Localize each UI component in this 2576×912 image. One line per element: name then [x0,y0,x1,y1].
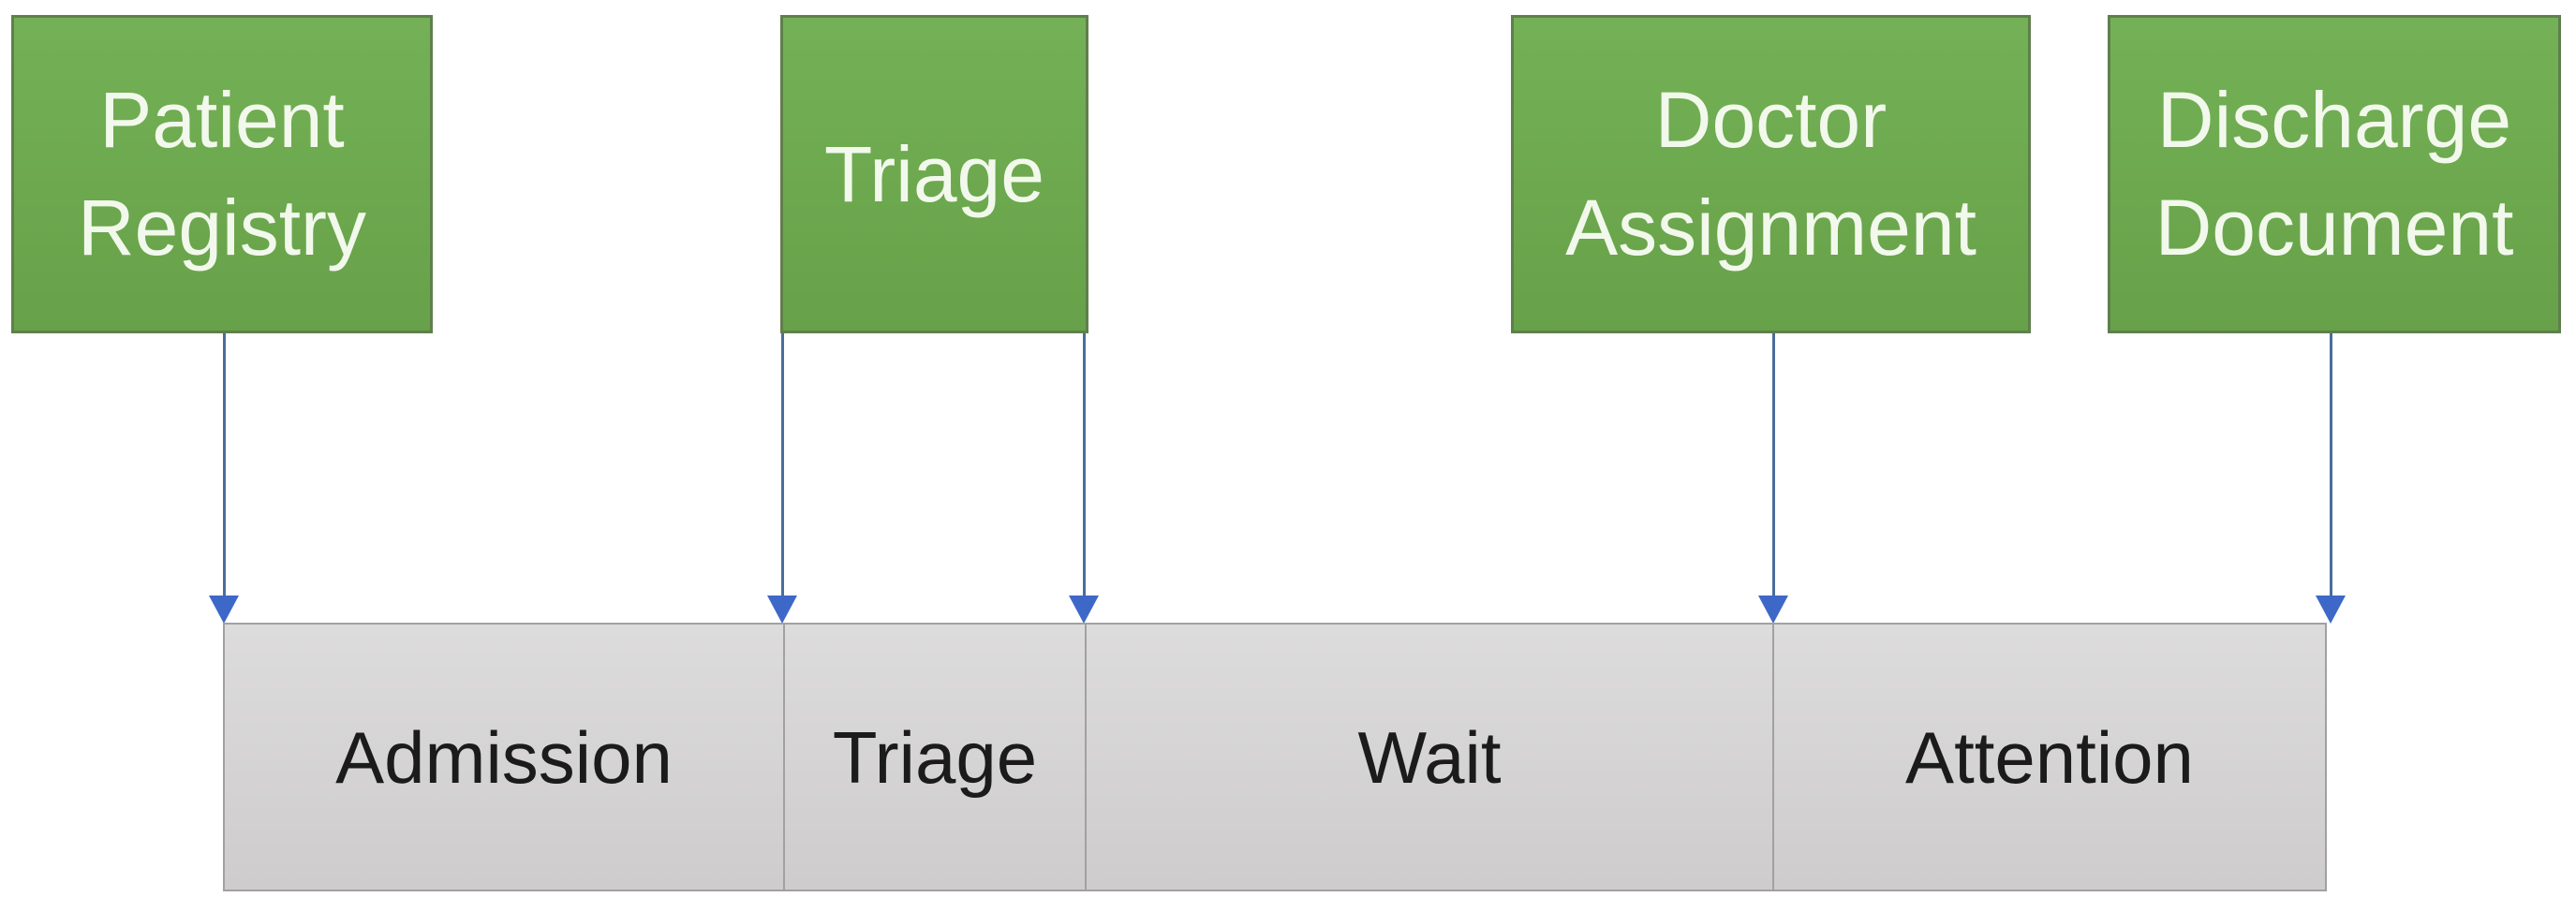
source-box-patient-registry: Patient Registry [11,15,433,333]
arrow-down-icon [1069,596,1099,624]
wait-segment-label: Wait [1357,715,1502,799]
arrow-patient-registry-to-admission [209,333,239,624]
source-box-triage: Triage [780,15,1088,333]
triage-segment-label: Triage [832,715,1038,799]
arrow-stem [2329,333,2332,597]
timeline-segment-admission: Admission [225,625,783,890]
arrow-discharge-document-to-end [2316,333,2346,624]
arrow-stem [222,333,226,597]
arrow-down-icon [209,596,239,624]
arrow-triage-left-boundary [767,333,797,624]
patient-registry-label: Patient Registry [77,76,367,272]
timeline-segment-triage: Triage [783,625,1085,890]
discharge-document-label: Discharge Document [2154,76,2514,272]
arrow-stem [1771,333,1775,597]
timeline-bar: Admission Triage Wait Attention [223,623,2327,891]
attention-segment-label: Attention [1905,715,2194,799]
arrow-down-icon [2316,596,2346,624]
arrow-stem [780,333,784,597]
source-box-discharge-document: Discharge Document [2108,15,2561,333]
arrow-down-icon [1758,596,1788,624]
admission-segment-label: Admission [335,715,673,799]
arrow-triage-right-boundary [1069,333,1099,624]
triage-box-label: Triage [824,129,1044,218]
doctor-assignment-label: Doctor Assignment [1565,76,1976,272]
timeline-segment-attention: Attention [1772,625,2325,890]
arrow-doctor-assignment-to-attention [1758,333,1788,624]
timeline-segment-wait: Wait [1085,625,1772,890]
source-box-doctor-assignment: Doctor Assignment [1511,15,2031,333]
arrow-stem [1082,333,1086,597]
arrow-down-icon [767,596,797,624]
